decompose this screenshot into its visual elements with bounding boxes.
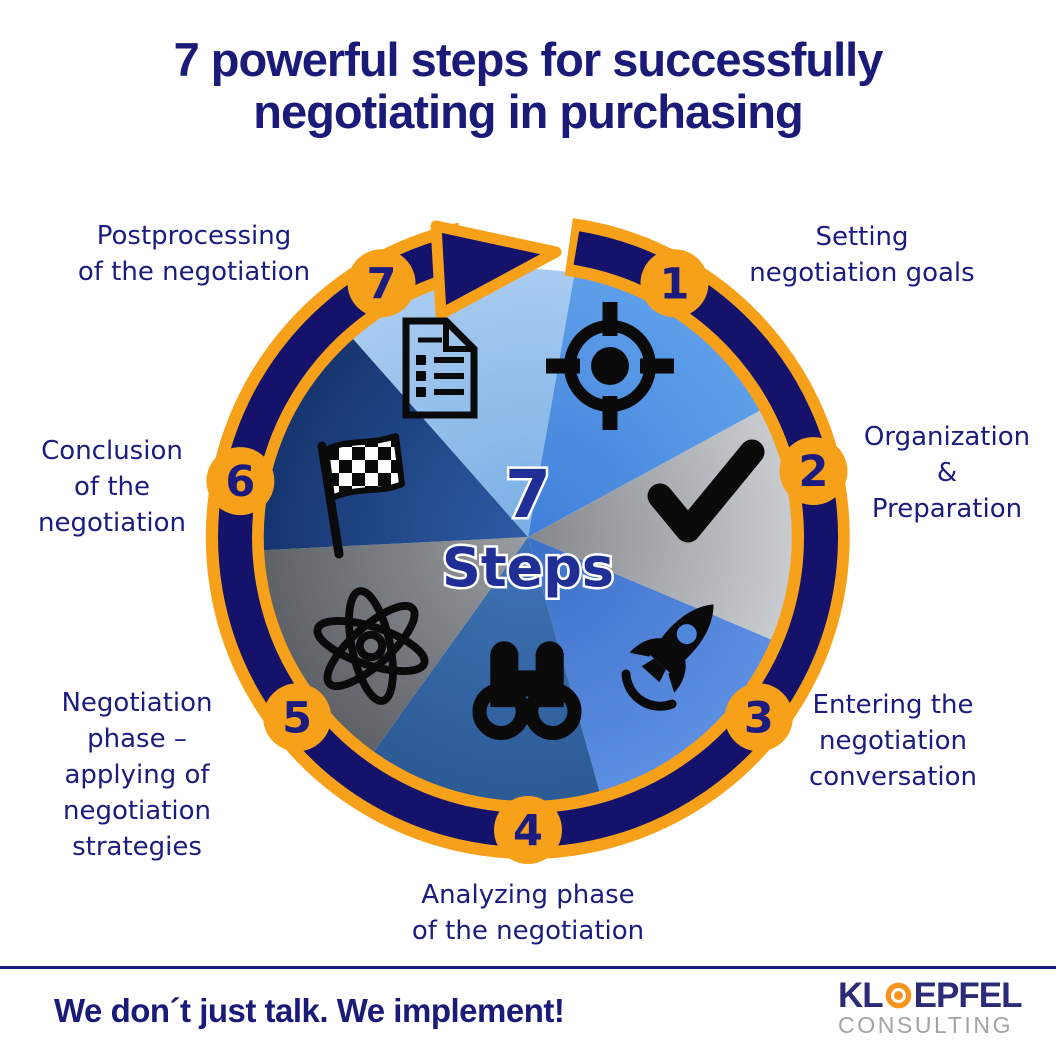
company-tagline: We don´t just talk. We implement! bbox=[54, 992, 565, 1029]
flag-icon bbox=[317, 433, 405, 559]
svg-text:6: 6 bbox=[225, 457, 255, 507]
step-badge-5: 5 bbox=[263, 683, 332, 752]
logo-epfel: EPFEL bbox=[913, 976, 1023, 1015]
step-label-7: Postprocessing of the negotiation bbox=[77, 221, 311, 287]
kloepfel-logo: KL EPFEL CONSULTING bbox=[838, 978, 1028, 1037]
step-label-2: Organization & Preparation bbox=[863, 422, 1031, 524]
step-badge-6: 6 bbox=[206, 447, 275, 516]
step-badge-7: 7 bbox=[347, 249, 416, 318]
logo-kl: KL bbox=[838, 976, 884, 1015]
step-label-6: Conclusion of the negotiation bbox=[37, 436, 187, 538]
clockwise-arrow-icon bbox=[430, 220, 562, 320]
rocket-icon bbox=[621, 604, 714, 711]
logo-consulting: CONSULTING bbox=[838, 1012, 1014, 1038]
svg-text:5: 5 bbox=[282, 693, 312, 743]
svg-text:1: 1 bbox=[660, 259, 690, 309]
atom-icon bbox=[313, 587, 429, 705]
logo-o-icon bbox=[885, 982, 911, 1009]
svg-text:3: 3 bbox=[744, 693, 774, 743]
step-label-4: Analyzing phase of the negotiation bbox=[411, 880, 645, 946]
center-number: 7 bbox=[505, 456, 551, 533]
step-badge-4: 4 bbox=[494, 796, 562, 864]
step-badge-3: 3 bbox=[724, 683, 793, 752]
center-word: Steps bbox=[442, 536, 614, 599]
page-title: 7 powerful steps for successfully negoti… bbox=[173, 33, 884, 138]
footer-divider bbox=[0, 966, 1056, 969]
step-label-3: Entering the negotiation conversation bbox=[808, 690, 978, 792]
binoculars-icon bbox=[472, 641, 582, 741]
step-badge-1: 1 bbox=[640, 249, 709, 318]
logo-wordmark: KL EPFEL bbox=[838, 978, 1028, 1013]
svg-text:4: 4 bbox=[513, 806, 543, 856]
step-label-1: Setting negotiation goals bbox=[749, 222, 975, 288]
step-label-5: Negotiation phase – applying of negotiat… bbox=[61, 688, 213, 862]
checkmark-icon bbox=[647, 439, 765, 543]
step-badge-2: 2 bbox=[779, 437, 848, 506]
svg-text:7: 7 bbox=[367, 259, 397, 309]
target-icon bbox=[546, 302, 674, 430]
svg-text:2: 2 bbox=[799, 447, 829, 497]
document-icon bbox=[402, 317, 478, 419]
